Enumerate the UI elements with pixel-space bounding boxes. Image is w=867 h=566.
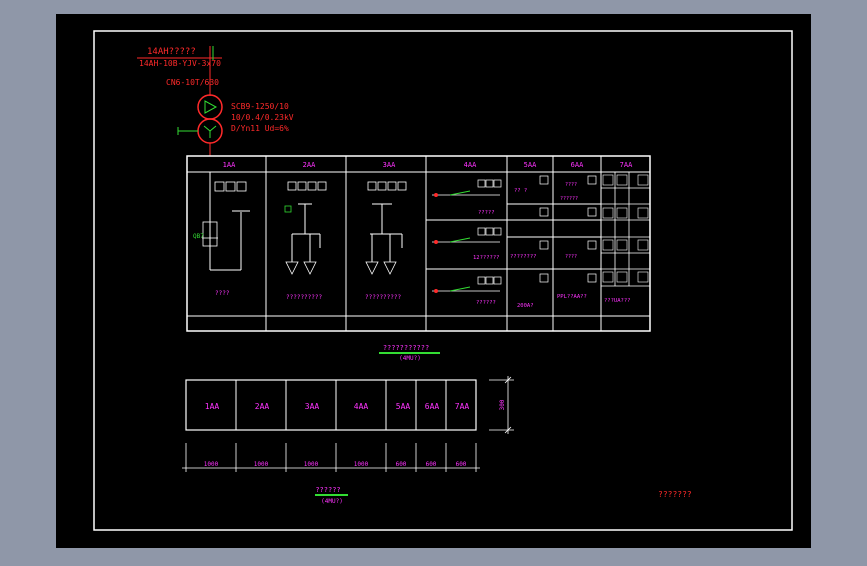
panel-header: 5AA [524,161,537,169]
layout-width: 600 [396,461,407,468]
panel-6aa-row: ???? [565,254,577,260]
layout-module: 2AA [255,402,270,411]
border-frame [93,30,793,531]
panel-7aa-bottom: ???UA??? [604,298,631,304]
layout-width: 600 [456,461,467,468]
diagram-scale: (4MU?) [399,355,421,362]
panel-header: 6AA [571,161,584,169]
panel-6aa-bottom: PPL??AA?? [557,294,587,300]
switch-label: CN6-10T/630 [166,78,219,87]
layout-module: 5AA [396,402,411,411]
panel-6aa-content: ???? ?????? ???? PPL??AA?? [557,175,597,300]
layout-width: 1000 [254,461,269,468]
panel-header: 1AA [223,161,236,169]
diagram-title: ??????????? [383,344,429,352]
transformer-voltage: 10/0.4/0.23kV [231,113,294,122]
panel-6aa-row: ???? [565,182,577,188]
layout-module: 6AA [425,402,440,411]
layout-title: ?????? [315,486,340,494]
panel-4aa-content: ????? 12?????? ?????? [432,179,502,306]
panel-2aa-desc: ?????????? [286,294,323,301]
incoming-cable: 14AH-10B-YJV-3x70 [139,59,221,68]
footer-note: ??????? [658,490,692,499]
panel-7aa-content: ???UA??? [602,174,649,304]
panel-5aa-row: 200A? [517,303,534,309]
layout-module: 7AA [455,402,470,411]
layout-frame [185,379,477,431]
layout-width: 1000 [304,461,319,468]
transformer-vector: D/Yn11 Ud=6% [231,124,289,133]
incoming-feeder: 14AH????? 14AH-10B-YJV-3x70 CN6-10T/630 [137,46,222,96]
panel-1aa-desc: ???? [215,290,230,297]
panel-5aa-row: ???????? [510,254,537,260]
panel-3aa-content: ?????????? [365,181,407,301]
diagram-frame [186,155,651,332]
panel-header: 3AA [383,161,396,169]
transformer: SCB9-1250/10 10/0.4/0.23kV D/Yn11 Ud=6% [177,94,294,156]
incoming-label: 14AH????? [147,47,196,57]
drawing-sheet [56,14,811,548]
layout-width: 1000 [354,461,369,468]
panel-4aa-row: ????? [478,210,495,216]
panel-6aa-row: ?????? [560,196,578,202]
layout-module: 1AA [205,402,220,411]
panel-header: 7AA [620,161,633,169]
transformer-model: SCB9-1250/10 [231,102,289,111]
breaker-label: QB7 [193,233,204,240]
layout-scale: (4MU?) [321,498,343,505]
single-line-diagram: 1AA 2AA 3AA 4AA 5AA 6AA 7AA QB7 ???? [186,155,651,362]
panel-header: 4AA [464,161,477,169]
panel-1aa-content: QB7 ???? [193,172,250,297]
layout-module: 3AA [305,402,320,411]
layout-plan: 1AA 2AA 3AA 4AA 5AA 6AA 7AA 300 1000 100… [182,376,514,505]
panel-2aa-content: ?????????? [284,181,327,301]
panel-4aa-row: ?????? [476,300,496,306]
layout-width: 600 [426,461,437,468]
layout-module: 4AA [354,402,369,411]
panel-4aa-row: 12?????? [473,255,500,261]
layout-width: 1000 [204,461,219,468]
panel-5aa-content: ?? ? ???????? 200A? [510,175,549,309]
layout-height: 300 [499,399,506,410]
panel-3aa-desc: ?????????? [365,294,402,301]
panel-header: 2AA [303,161,316,169]
panel-5aa-row: ?? ? [514,188,527,194]
